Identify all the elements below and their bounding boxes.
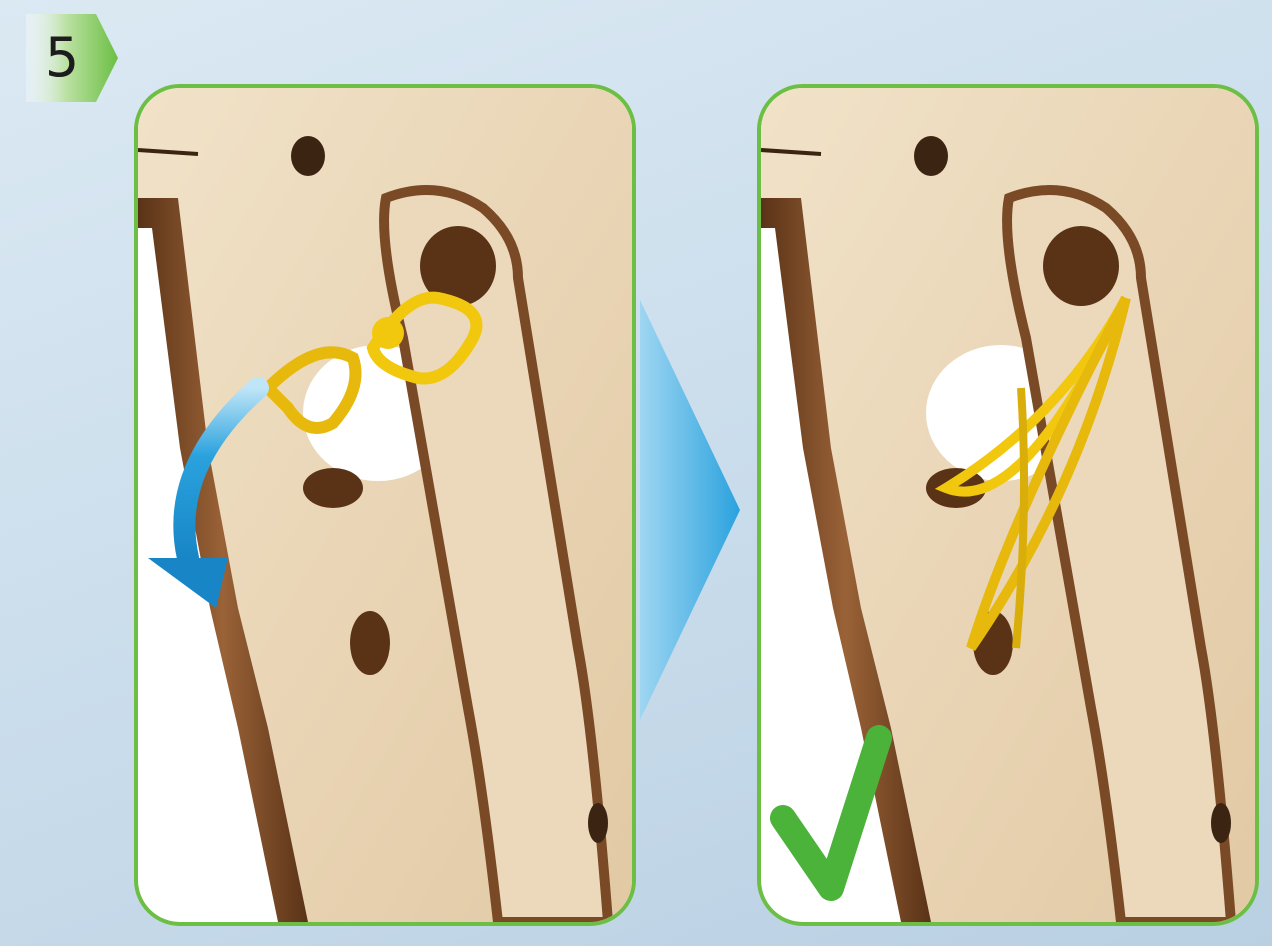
panel-instruction	[134, 84, 636, 926]
step-number: 5	[26, 22, 98, 94]
assembly-illustration-after	[761, 88, 1255, 922]
panel-result	[757, 84, 1259, 926]
step-badge: 5	[26, 14, 118, 102]
assembly-illustration-before	[138, 88, 632, 922]
check-mark-icon	[783, 738, 879, 888]
chevron-right-icon	[640, 300, 750, 720]
